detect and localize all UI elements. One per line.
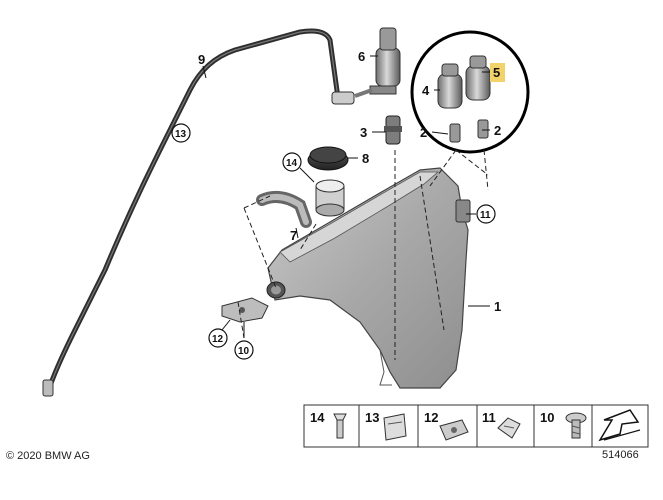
push-rivet-icon <box>333 413 347 439</box>
part-label-4: 4 <box>422 83 430 98</box>
part-label-9: 9 <box>198 52 205 67</box>
direction-arrow-icon <box>598 409 641 442</box>
washer-hose <box>42 28 355 397</box>
fastener-legend: 14 13 12 11 10 <box>303 404 649 448</box>
filler-neck-ring <box>315 179 345 217</box>
part-label-group: 1 2 2 3 4 5 6 7 8 9 <box>198 49 505 314</box>
part-label-6: 6 <box>358 49 365 64</box>
circled-label-10: 10 <box>238 346 250 357</box>
screw-icon <box>565 412 587 439</box>
part-label-5: 5 <box>493 65 500 80</box>
assembly-lines <box>237 149 489 339</box>
part-label-8: 8 <box>362 151 369 166</box>
legend-label-12: 12 <box>424 410 438 425</box>
tank-bracket <box>221 297 269 323</box>
part-label-2b: 2 <box>494 123 501 138</box>
legend-label-11: 11 <box>482 410 496 425</box>
circled-label-11: 11 <box>480 210 491 221</box>
part-label-2a: 2 <box>420 125 427 140</box>
legend-label-13: 13 <box>365 410 379 425</box>
circled-label-14: 14 <box>286 158 298 169</box>
clamp-nut-icon <box>439 419 469 441</box>
part-label-7: 7 <box>290 228 297 243</box>
filler-pipe <box>256 190 312 228</box>
legend-label-14: 14 <box>310 410 325 425</box>
washer-pump-single <box>354 27 401 98</box>
circled-label-13: 13 <box>175 129 187 140</box>
washer-pump-double <box>437 55 491 143</box>
circled-label-group: 10 11 12 13 14 <box>171 123 496 360</box>
spreading-rivet-icon <box>497 417 521 439</box>
washer-fluid-tank <box>266 150 471 389</box>
filler-cap <box>307 146 349 171</box>
legend-label-10: 10 <box>540 410 554 425</box>
clip-icon <box>383 413 407 441</box>
part-label-3: 3 <box>360 125 367 140</box>
part-label-1: 1 <box>494 299 501 314</box>
copyright-text: © 2020 BMW AG <box>6 450 90 462</box>
highlight-circle <box>410 30 530 154</box>
pump-grommet <box>384 115 402 145</box>
part-label-5-highlight <box>490 63 505 82</box>
diagram-number: 514066 <box>602 449 639 461</box>
circled-label-12: 12 <box>212 334 224 345</box>
